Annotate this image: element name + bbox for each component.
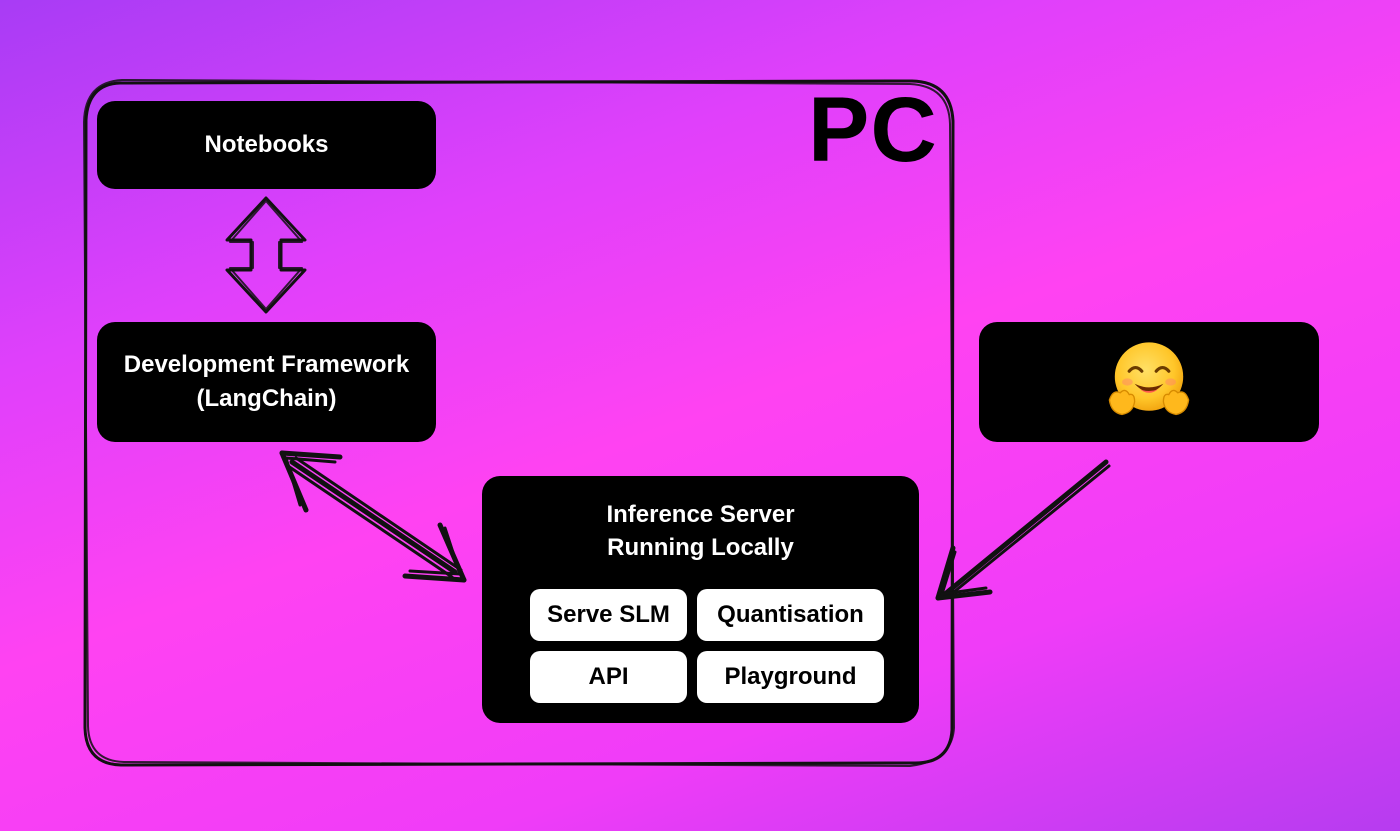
inference-label-line1: Inference Server [606, 501, 795, 528]
development-framework-node: Development Framework (LangChain) [97, 322, 436, 442]
framework-label-line2: (LangChain) [196, 385, 337, 412]
pc-container-title: PC [808, 79, 938, 181]
double-arrow-framework-inference [279, 450, 467, 583]
hugging-face-node [979, 322, 1319, 442]
inference-server-node: Inference Server Running Locally Serve S… [482, 476, 919, 723]
feature-serve-slm: Serve SLM [530, 589, 687, 641]
inference-server-title: Inference Server Running Locally [606, 498, 794, 564]
feature-quantisation: Quantisation [697, 589, 884, 641]
feature-playground: Playground [697, 651, 884, 703]
inference-label-line2: Running Locally [607, 534, 794, 561]
arrow-hf-inference [935, 459, 1111, 601]
hugging-face-emoji-icon [1108, 342, 1190, 416]
double-arrow-notebooks-framework [225, 196, 307, 314]
feature-api: API [530, 651, 687, 703]
framework-label-line1: Development Framework [123, 351, 410, 378]
notebooks-label: Notebooks [204, 131, 329, 158]
notebooks-node: Notebooks [97, 101, 436, 189]
